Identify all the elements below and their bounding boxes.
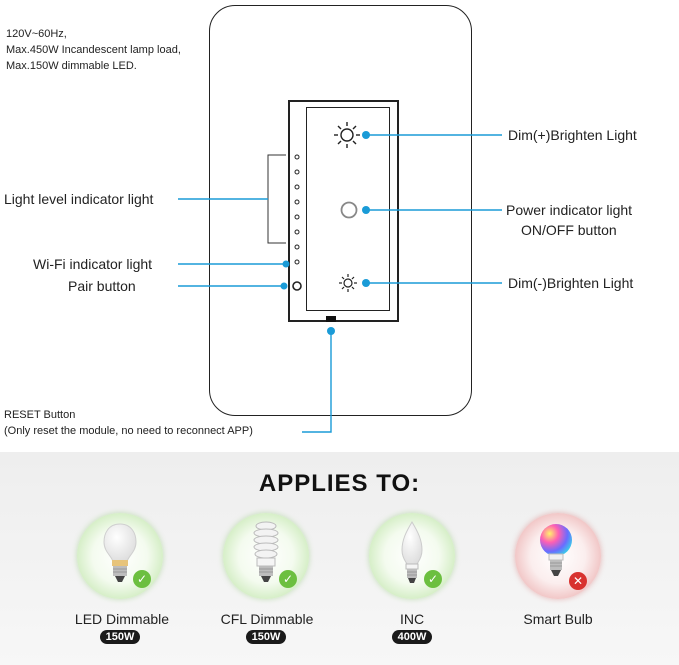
spec-text: 120V~60Hz, Max.450W Incandescent lamp lo…: [6, 26, 181, 74]
cfl-bulb-icon: [253, 521, 279, 582]
label-reset: RESET Button (Only reset the module, no …: [4, 407, 253, 439]
callout-diagram: [178, 122, 502, 433]
callout-lines: [178, 131, 502, 433]
spec-line-3: Max.150W dimmable LED.: [6, 60, 137, 72]
product-watt-cfl: 150W: [246, 630, 286, 644]
cfl-check-icon: ✓: [279, 570, 297, 588]
level-bracket: [267, 154, 286, 244]
label-pair-button: Pair button: [68, 278, 136, 294]
spec-line-1: 120V~60Hz,: [6, 28, 67, 40]
product-name-led: LED Dimmable: [74, 611, 170, 627]
led-check-icon: ✓: [133, 570, 151, 588]
switch-frame: [288, 100, 399, 322]
label-dim: Dim(-)Brighten Light: [508, 275, 634, 291]
pair-button-shape: [292, 281, 302, 291]
label-wifi-indicator: Wi-Fi indicator light: [33, 256, 153, 272]
product-name-smart: Smart Bulb: [523, 611, 593, 627]
product-name-inc: INC: [399, 611, 425, 627]
applies-title: APPLIES TO:: [258, 470, 421, 497]
label-light-level: Light level indicator light: [4, 191, 154, 207]
smart-bulb-icon: [540, 524, 572, 576]
light-level-dots: [294, 154, 300, 265]
sun-plus-icon: [334, 122, 360, 148]
label-brighten: Dim(+)Brighten Light: [508, 127, 637, 143]
product-watt-inc: 400W: [392, 630, 432, 644]
reset-slot: [326, 316, 336, 322]
candle-bulb-icon: [401, 521, 423, 583]
product-name-cfl: CFL Dimmable: [220, 611, 314, 627]
reset-note: (Only reset the module, no need to recon…: [4, 425, 253, 437]
led-bulb-icon: [103, 523, 137, 582]
sun-minus-icon: [339, 274, 357, 292]
product-watt-led: 150W: [100, 630, 140, 644]
switch-rocker: [306, 107, 390, 311]
reset-title: RESET Button: [4, 409, 76, 421]
label-power-indicator: Power indicator light: [506, 202, 633, 218]
inc-check-icon: ✓: [424, 570, 442, 588]
power-button-shape: [340, 201, 358, 219]
spec-line-2: Max.450W Incandescent lamp load,: [6, 44, 181, 56]
label-onoff-button: ON/OFF button: [521, 222, 617, 238]
smart-cross-icon: ✕: [569, 572, 587, 590]
